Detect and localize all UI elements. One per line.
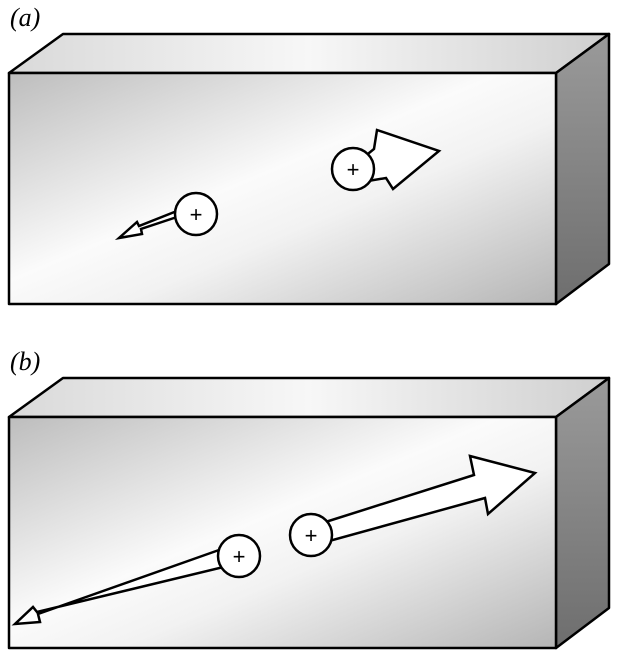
charge-circle [173,191,219,237]
charge-circle [288,512,334,558]
positive-charge-b1: + [216,533,262,579]
block-top-face-a [7,32,611,75]
block-side-face-a [554,32,611,306]
conductor-block-a [7,32,611,306]
conductor-block-b [7,376,611,650]
force-arrow-long-left [11,542,238,626]
panel-label-a: (a) [10,3,40,32]
plus-sign: + [305,523,318,548]
positive-charge-a1: + [173,191,219,237]
charge-circle [330,146,376,192]
charge-circle [216,533,262,579]
block-front-face-a [7,71,558,306]
panel-label-b: (b) [10,347,40,376]
plus-sign: + [190,202,203,227]
panel-b: (b) + + [7,347,611,650]
positive-charge-a2: + [330,146,376,192]
plus-sign: + [347,157,360,182]
force-arrow-long-right [314,454,538,545]
positive-charge-b2: + [288,512,334,558]
block-top-face-b [7,376,611,419]
panel-a: (a) + + [7,3,611,306]
block-front-face-b [7,415,558,650]
block-side-face-b [554,376,611,650]
plus-sign: + [233,544,246,569]
